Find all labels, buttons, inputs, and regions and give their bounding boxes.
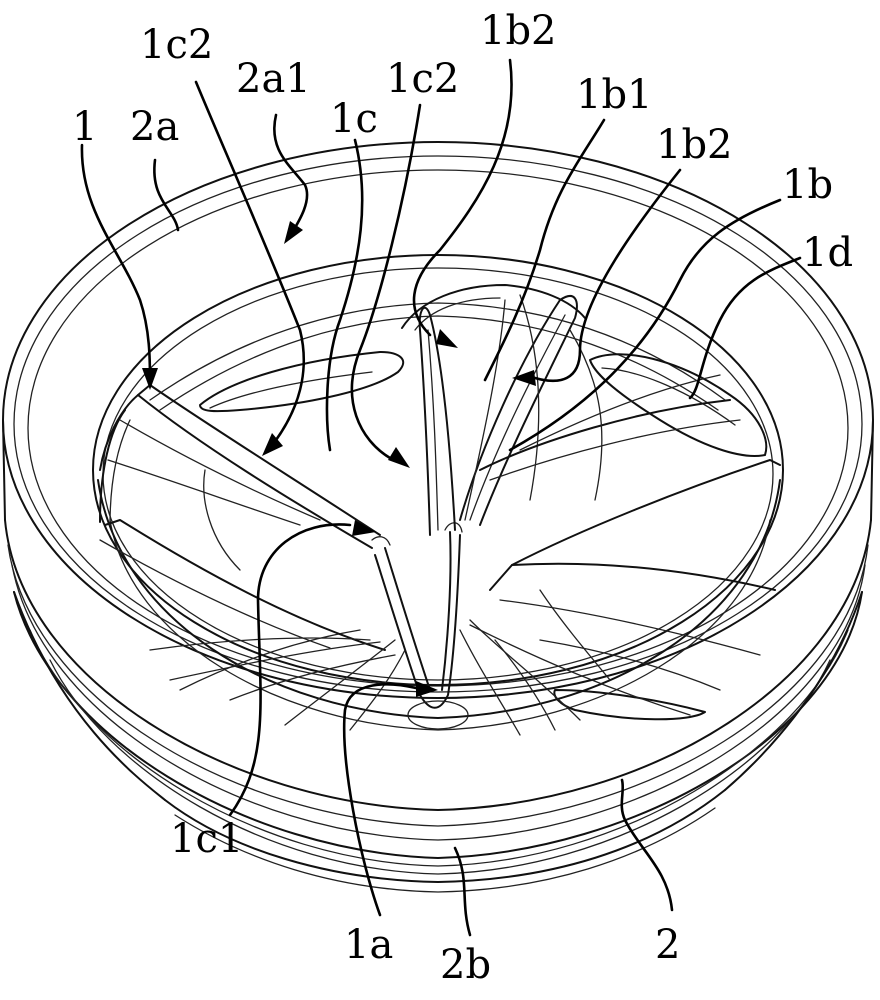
leader-1b	[510, 200, 780, 450]
label-1c1: 1c1	[170, 816, 243, 862]
leader-1c2-left	[196, 82, 304, 448]
label-1: 1	[72, 104, 97, 150]
label-1b2-top: 1b2	[480, 8, 557, 54]
label-1c: 1c	[330, 96, 378, 142]
label-1c2-right: 1c2	[386, 56, 459, 102]
label-1b2-right: 1b2	[656, 122, 733, 168]
leader-1d	[690, 258, 800, 398]
label-2a1: 2a1	[236, 56, 311, 102]
blades	[100, 295, 780, 735]
leader-1c	[327, 140, 362, 450]
label-2b: 2b	[440, 942, 491, 988]
label-2a: 2a	[130, 104, 179, 150]
leader-2a	[154, 160, 178, 230]
label-1b: 1b	[782, 162, 833, 208]
inner-windows	[100, 285, 766, 719]
callout-labels: 1 2a 1c2 2a1 1c 1c2 1b2 1b1 1b2 1b 1d 1c…	[72, 8, 853, 988]
label-1a: 1a	[344, 922, 393, 968]
leader-1	[82, 145, 150, 382]
label-1b1: 1b1	[576, 72, 653, 118]
label-1c2-left: 1c2	[140, 22, 213, 68]
label-1d: 1d	[802, 230, 853, 276]
label-2: 2	[655, 922, 680, 968]
